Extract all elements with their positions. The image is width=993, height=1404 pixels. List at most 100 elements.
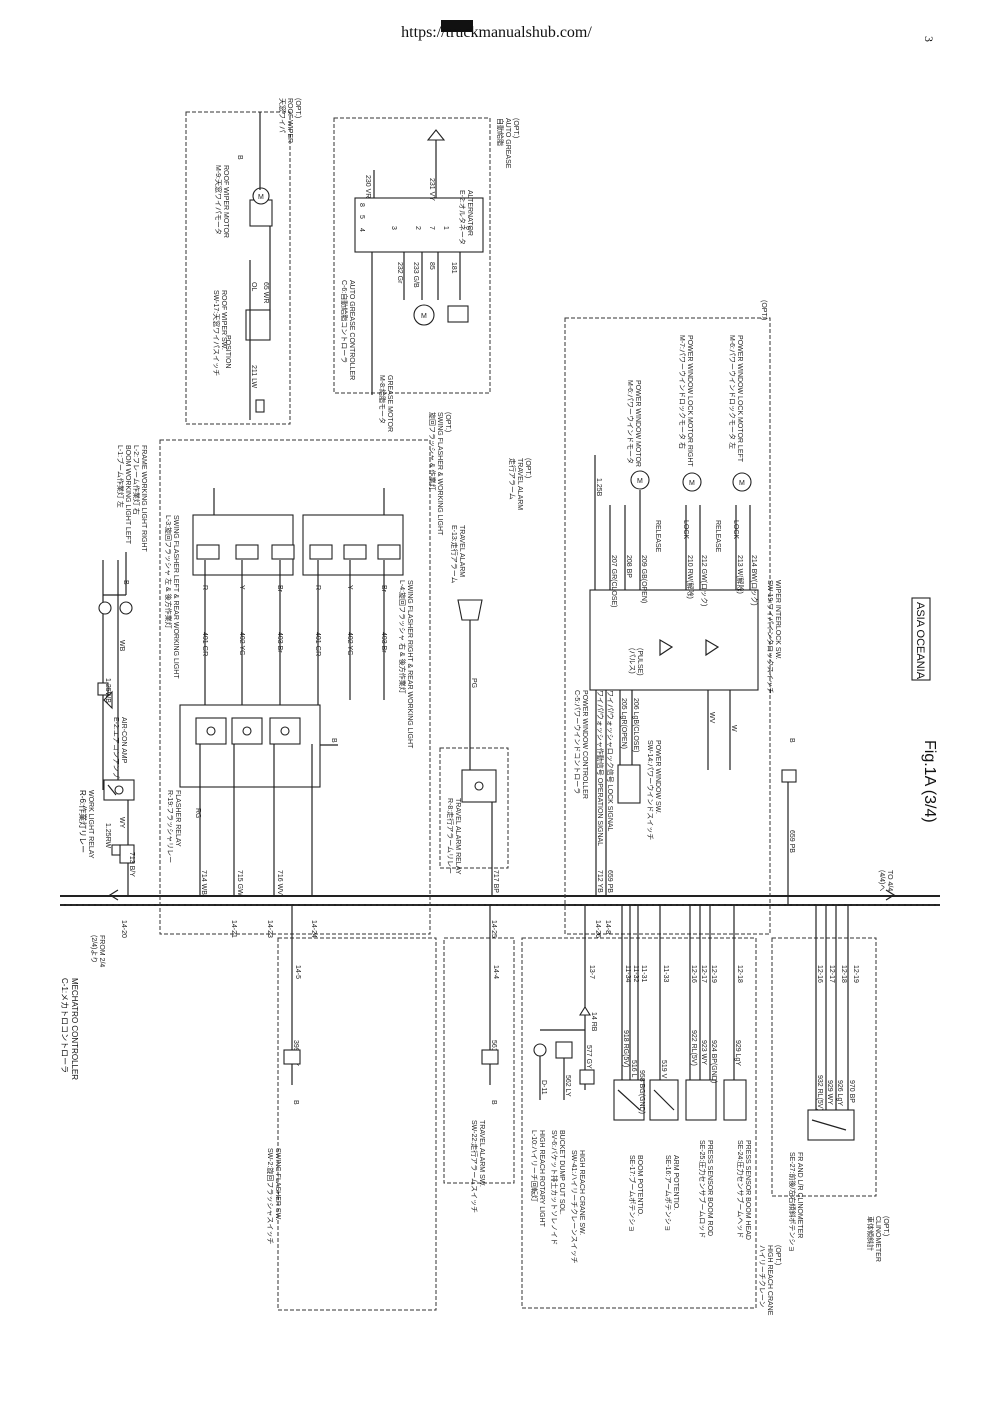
grease-pin-1: 1 <box>442 226 449 230</box>
wire-pw-2: 206 LgB(CLOSE) <box>632 698 639 752</box>
pin-bot-15: 12-19 <box>852 965 859 983</box>
wire-65wr: 231 VY <box>428 178 435 201</box>
wire-232gr: 85 <box>428 262 435 270</box>
lock-right-jp: M-7:パワーウインドロックモータ 右 <box>678 335 687 449</box>
roof-motor-jp: M-9:天窓ワイパモータ <box>214 165 223 235</box>
travel-sw-jp: SW-22:走行アラームスイッチ <box>470 1120 479 1213</box>
aircon-en: AIR-CON AMP <box>120 717 127 764</box>
pin-top-7: 14-8 <box>604 920 611 934</box>
wire-pw-3: 207 GR(CLOSE) <box>610 555 617 608</box>
wire-b-sfsw: B <box>292 1100 299 1105</box>
roof-sw-en: ROOF WIPER SW. <box>220 290 227 350</box>
grease-opt-tag: (OPT.) <box>512 118 519 138</box>
header-bar <box>441 20 473 32</box>
wire-pw-5: 209 GB(OPEN) <box>640 555 647 603</box>
work-relay-en: WORK LIGHT RELAY <box>87 790 94 859</box>
wire-bot-6: 516 L <box>630 1060 637 1078</box>
pin-bot-11: 12-18 <box>736 965 743 983</box>
lock-right-en: POWER WINDOW LOCK MOTOR RIGHT <box>686 335 693 467</box>
clinometer-jp: SE-27:前後/左右傾斜ポテンショ <box>788 1152 797 1252</box>
wire-y-2: Y <box>346 585 353 590</box>
press-rod-jp: SE-25:圧力センサブームロッド <box>698 1140 707 1238</box>
interlock-jp: SW-19:ワイパインタロックスイッチ <box>766 580 775 694</box>
wire-210lb: OL <box>250 282 257 291</box>
pw-opt-tag: (OPT.) <box>760 300 767 320</box>
travel-opt-tag: (OPT.) <box>524 458 531 478</box>
wire-r-1: R <box>201 585 208 590</box>
press-head-jp: SE-24:圧力センサブームヘッド <box>736 1140 745 1238</box>
wire-pw-7: 212 GW(ロック) <box>700 555 708 606</box>
pw-motor-jp: M-6:パワーウインドモータ <box>626 380 635 464</box>
wire-bot-7: 958 BG(GND) <box>638 1070 645 1114</box>
wire-bot-12: 929 LgY <box>734 1040 741 1066</box>
controller-jp: C-1:メカトロコントローラ <box>60 978 69 1073</box>
wire-br-2: Br <box>380 585 387 593</box>
main-bus <box>60 889 940 906</box>
pin-bot-1: 14-5 <box>294 965 301 979</box>
wire-b-interlock: B <box>788 738 795 743</box>
auto-grease-box: M 232 Gr 233 G/B 85 181 231 VY 230 VR 8 … <box>333 117 519 432</box>
travel-sw-en: TRAVEL ALARM SW. <box>478 1120 485 1187</box>
hr-rotary-jp: L-10:ハイリーチ回転灯 <box>530 1130 539 1202</box>
hr-crane-sw-en: HIGH REACH CRANE SW. <box>578 1150 585 1235</box>
swing-flasher-sw-box: 399 LgY B SW-2:旋回フラッシャスイッチ SWING FLASHER… <box>266 905 437 1311</box>
clinometer-box: 932 RL(5V) 929 WY 926 LgY 970 BP SE-27:前… <box>771 905 889 1262</box>
wire-231vy: 233 G/B <box>412 262 419 288</box>
wire-bot-11: 924 BP(GND) <box>710 1040 717 1083</box>
pin-top-5: 14-25 <box>490 920 497 938</box>
pw-lock-1: LOCK <box>682 520 689 539</box>
wire-bot-13: 932 RL(5V) <box>816 1075 823 1111</box>
header-url[interactable]: https://truckmanualshub.com/ <box>401 24 592 41</box>
roof-opt-jp: 天窓ワイパ <box>278 98 287 133</box>
lock-right-m: M <box>689 480 695 487</box>
wire-rg-1: RG <box>194 808 201 819</box>
grease-opt-jp: 自動給脂 <box>496 118 505 146</box>
wire-bot-5: 918 RG(5V) <box>622 1030 629 1067</box>
wire-125wb: 1.25WB <box>104 678 111 703</box>
bucket-en: BUCKET DUMP CUT SOL. <box>558 1130 565 1215</box>
top-pins: 14-20 14-21 14-23 14-24 14-25 14-26 14-8 <box>120 920 611 938</box>
wire-top-1: 713 B/Y <box>128 852 135 877</box>
high-reach-crane-box: 14 RB 577 GY D-11 562 LY 918 RG(5V) 516 … <box>521 905 781 1316</box>
arm-pot-jp: SE-16:アームポテンショ <box>664 1155 672 1232</box>
wire-wy-1: WY <box>118 817 125 829</box>
grease-motor-m: M <box>421 313 427 320</box>
boom-pot-jp: SE-17:ブームポテンショ <box>628 1155 637 1232</box>
frame-light-en: FRAME WORKING LIGHT RIGHT <box>140 445 147 553</box>
travel-opt-jp: 走行アラーム <box>508 458 517 500</box>
swing-flasher-area: R-19:フラッシャリレー FLASHER RELAY 714 WB 715 G… <box>159 412 451 935</box>
pin-bot-7: 11-33 <box>662 965 669 982</box>
pw-ctrl-en: POWER WINDOW CONTROLLER <box>581 690 588 799</box>
swing-opt-en: SWING FLASHER & WORKING LIGHT <box>436 412 443 536</box>
travel-alarm-jp: E-13:走行アラーム <box>450 525 459 584</box>
wire-w: W <box>730 725 737 732</box>
pw-sw-en: POWER WINDOW SW. <box>654 740 661 814</box>
wire-125b: 1.25B <box>595 478 602 497</box>
bottom-pins: 14-5 14-4 13-7 11-34 11-32 11-31 11-33 1… <box>294 965 859 983</box>
wire-pw-1: 205 LgR(OPEN) <box>620 698 627 749</box>
swing-sw-en: SWING FLASHER SW. <box>274 1148 281 1221</box>
hr-opt-en: HIGH REACH CRANE <box>766 1245 773 1316</box>
wire-r-2: R <box>314 585 321 590</box>
pin-bot-2: 14-4 <box>492 965 499 979</box>
roof-sw-pos: POSITION <box>224 335 231 368</box>
pw-motor-en: POWER WINDOW MOTOR <box>634 380 641 467</box>
lock-left-m: M <box>739 480 745 487</box>
wire-b-flasher: B <box>330 738 337 743</box>
wire-fl-6: 403 Br <box>380 632 387 653</box>
work-relay-jp: R-6:作業灯リレー <box>78 790 88 853</box>
wire-233gb: 181 <box>450 262 457 274</box>
flasher-relay-en: FLASHER RELAY <box>174 790 181 847</box>
roof-opt-en: ROOF WIPER <box>286 98 293 143</box>
roof-motor-m: M <box>258 194 264 201</box>
grease-pin-8: 8 <box>358 203 365 207</box>
wire-d11: 14 RB <box>590 1012 597 1032</box>
wire-bot-9: 922 RL(5V) <box>690 1030 697 1066</box>
clinometer-opt-jp: 車体傾斜計 <box>866 1216 875 1251</box>
roof-opt-tag: (OPT.) <box>294 98 301 118</box>
roof-wiper-box: M OL 65 WR 211 LW SW-17:天窓ワイパスイッチ ROOF W… <box>185 98 301 425</box>
clinometer-en: FR AND L/R CLINOMETER <box>796 1152 803 1238</box>
wire-top-4: 716 WV <box>276 870 283 895</box>
swing-right-jp: L-4:旋回フラッシャ 右 & 後方作業灯 <box>398 580 407 694</box>
wire-bot-3: 577 GY <box>585 1045 592 1069</box>
